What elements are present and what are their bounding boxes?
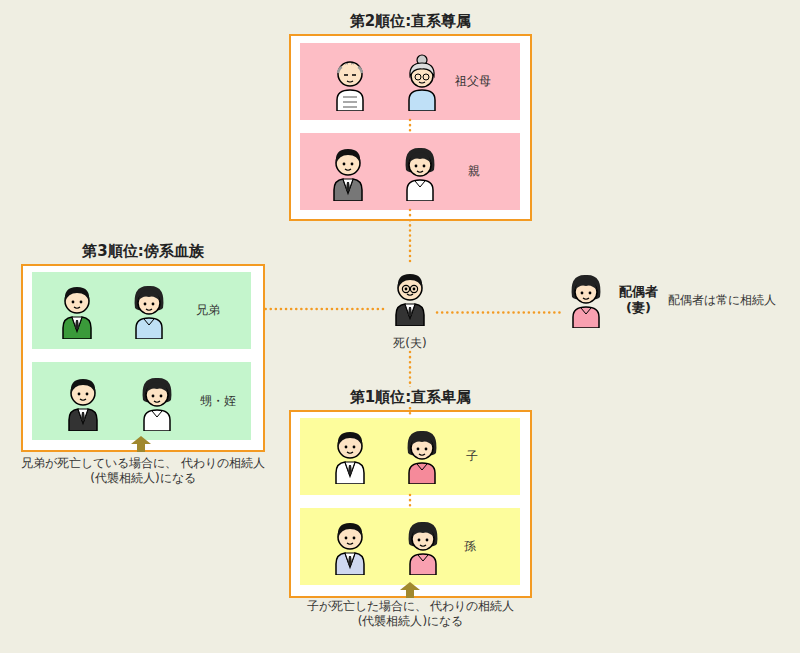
relation-label: 祖父母: [455, 73, 491, 90]
wife-icon: [572, 275, 601, 328]
mother-icon: [406, 148, 435, 201]
dotted-connector: [437, 311, 562, 314]
spouse-label: 配偶者 (妻): [615, 284, 662, 316]
heir-band: 子: [300, 418, 520, 495]
grandson-icon: [336, 523, 364, 575]
up-arrow: [400, 582, 420, 598]
dotted-connector: [409, 352, 412, 418]
heir-band: 祖父母: [300, 43, 520, 120]
heir-band: 孫: [300, 508, 520, 585]
relation-label: 甥・姪: [200, 393, 236, 410]
deceased-person: 死(夫): [383, 266, 437, 352]
nephew-icon: [69, 379, 97, 431]
niece-icon: [143, 378, 172, 431]
dotted-connector: [409, 495, 412, 508]
note-text: 子が死亡した場合に、 代わりの相続人(代襲相続人)になる: [289, 599, 532, 629]
spouse-note: 配偶者は常に相続人: [668, 292, 776, 308]
people-icons: [63, 55, 600, 575]
group-heading: 第2順位:直系尊属: [346, 11, 475, 31]
group-heading: 第3順位:傍系血族: [78, 241, 207, 261]
heir-band: 甥・姪: [32, 362, 251, 440]
spouse-person: 配偶者 (妻) 配偶者は常に相続人: [562, 275, 792, 350]
grandfather-icon: [337, 62, 363, 111]
up-arrow: [131, 436, 151, 452]
relation-label: 親: [468, 163, 480, 180]
group-heading: 第1順位:直系卑属: [346, 387, 475, 407]
person-label: 死(夫): [393, 335, 426, 351]
dotted-connector: [409, 120, 412, 133]
granddaughter-icon: [409, 522, 438, 575]
rank-group-box: 祖父母親第2順位:直系尊属: [289, 34, 532, 221]
husband-icon: [396, 274, 424, 326]
brother-icon: [63, 287, 91, 339]
heir-band: 兄弟: [32, 272, 251, 349]
relation-label: 子: [466, 448, 478, 465]
rank-group-box: 兄弟甥・姪第3順位:傍系血族: [21, 264, 265, 452]
dotted-connector: [265, 308, 383, 311]
relation-label: 孫: [464, 538, 476, 555]
daughter-icon: [408, 431, 437, 484]
sister-icon: [135, 286, 164, 339]
rank-group-box: 子孫第1順位:直系卑属: [289, 410, 532, 598]
heir-band: 親: [300, 133, 520, 210]
son-icon: [336, 432, 364, 484]
note-text: 兄弟が死亡している場合に、 代わりの相続人(代襲相続人)になる: [21, 456, 265, 486]
grandmother-icon: [409, 55, 435, 111]
dotted-connector: [409, 210, 412, 266]
glasses: [402, 285, 417, 292]
relation-label: 兄弟: [196, 302, 220, 319]
father-icon: [334, 149, 362, 201]
